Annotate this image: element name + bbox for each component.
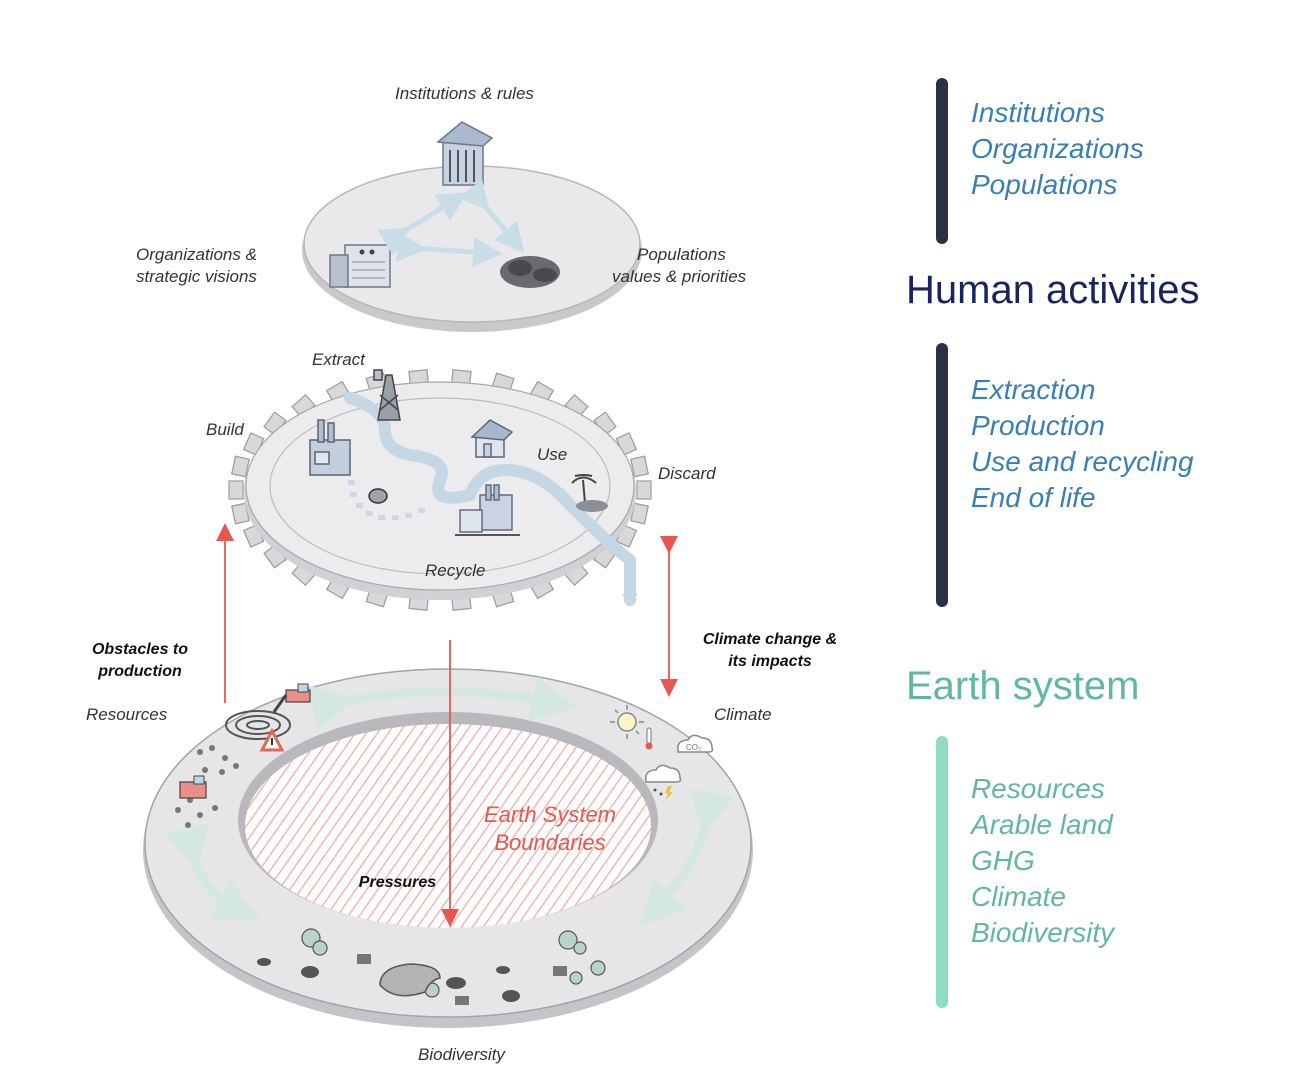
earth-system-heading: Earth system xyxy=(906,664,1140,708)
pressures-label: Pressures xyxy=(358,874,437,891)
circulation-arrows xyxy=(165,676,735,927)
sun-icon xyxy=(610,705,644,739)
office-building-icon xyxy=(329,244,391,288)
climate-change-label: Climate change & its impacts xyxy=(680,629,860,673)
car-icon xyxy=(368,488,388,504)
list-item: Use and recycling xyxy=(971,446,1194,477)
institutions-group-bar xyxy=(936,78,948,244)
gear-tooth xyxy=(228,480,244,500)
climate-change-line1: Climate change & xyxy=(702,631,838,648)
material-flow-path xyxy=(344,392,636,606)
institutions-rules-label: Institutions & rules xyxy=(395,84,534,103)
human-activities-heading: Human activities xyxy=(906,268,1200,312)
list-item: Arable land xyxy=(971,809,1113,840)
co2-cloud-icon: CO₂ xyxy=(676,734,714,753)
thermometer-icon xyxy=(645,727,653,750)
institutions-disc xyxy=(302,121,642,332)
recycle-label: Recycle xyxy=(425,561,486,580)
organizations-label-line1: Organizations & xyxy=(136,245,257,264)
boundaries-line2: Boundaries xyxy=(494,830,606,855)
resources-label: Resources xyxy=(86,705,168,724)
extraction-pylon-icon xyxy=(373,369,401,421)
factory-icon xyxy=(309,419,351,476)
earth-system-boundaries-label: Earth System Boundaries xyxy=(470,801,630,857)
obstacles-to-production-label: Obstacles to production xyxy=(60,639,220,683)
climate-change-line2: its impacts xyxy=(728,653,812,670)
relation-arrows xyxy=(377,178,525,267)
climate-label: Climate xyxy=(714,705,772,724)
list-item: Biodiversity xyxy=(971,917,1115,948)
boundaries-line1: Earth System xyxy=(483,802,617,827)
production-gear-disc xyxy=(228,369,652,611)
extract-label: Extract xyxy=(312,350,365,369)
list-item: End of life xyxy=(971,482,1096,513)
list-item: Production xyxy=(971,410,1105,441)
obstacles-line1: Obstacles to xyxy=(91,641,189,658)
house-icon xyxy=(470,419,514,458)
earth-group-bar xyxy=(936,736,948,1008)
list-item: GHG xyxy=(971,845,1035,876)
warning-triangle-icon xyxy=(259,727,285,752)
crowd-icon xyxy=(500,256,560,288)
crops-icon xyxy=(175,745,239,828)
organizations-label-line2: strategic visions xyxy=(136,267,257,286)
discard-label: Discard xyxy=(658,464,716,483)
list-item: Populations xyxy=(971,169,1118,200)
earth-group-list: Resources Arable land GHG Climate Biodiv… xyxy=(971,771,1114,951)
gear-tooth xyxy=(630,455,649,478)
institution-building-icon xyxy=(436,121,494,186)
recycle-dotted-path xyxy=(348,480,425,520)
gear-tooth xyxy=(231,502,250,525)
landfill-palm-icon xyxy=(571,474,608,512)
populations-label-line2: values & priorities xyxy=(612,267,747,286)
earth-system-disc: CO₂ xyxy=(143,668,753,1028)
recycling-plant-icon xyxy=(455,484,520,536)
biodiversity-label: Biodiversity xyxy=(418,1045,505,1064)
excavator-icon xyxy=(272,683,311,713)
use-label: Use xyxy=(537,445,568,464)
harvester-icon xyxy=(179,775,207,799)
production-group-list: Extraction Production Use and recycling … xyxy=(971,372,1194,516)
red-arrows xyxy=(216,523,678,927)
populations-label-line1: Populations xyxy=(637,245,726,264)
list-item: Extraction xyxy=(971,374,1096,405)
obstacles-line2: production xyxy=(98,663,182,680)
list-item: Organizations xyxy=(971,133,1144,164)
gear-tooth xyxy=(636,480,652,500)
earth-system-boundaries-area xyxy=(245,724,651,928)
gear-tooth xyxy=(630,502,649,525)
production-group-bar xyxy=(936,343,948,607)
list-item: Resources xyxy=(971,773,1105,804)
build-label: Build xyxy=(206,420,244,439)
storm-cloud-icon xyxy=(644,764,682,800)
institutions-group-list: Institutions Organizations Populations xyxy=(971,95,1144,203)
list-item: Climate xyxy=(971,881,1066,912)
gear-tooth xyxy=(231,455,250,478)
mining-pit-icon xyxy=(225,710,291,740)
list-item: Institutions xyxy=(971,97,1105,128)
biodiversity-icons xyxy=(257,928,606,1005)
svg-text:CO₂: CO₂ xyxy=(686,743,701,752)
